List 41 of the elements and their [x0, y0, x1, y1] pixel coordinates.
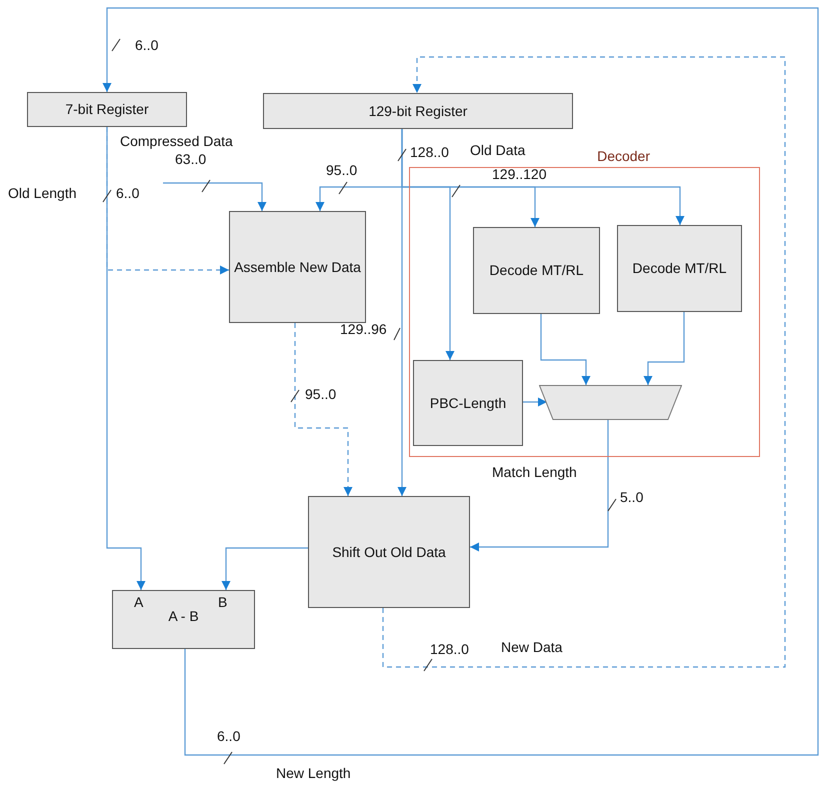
connector-arrow	[644, 312, 685, 385]
process-block: Decode MT/RL	[473, 227, 600, 314]
signal-label: Compressed Data	[120, 134, 233, 148]
signal-label: 128..0	[410, 145, 449, 159]
connector-arrow	[106, 127, 146, 590]
multiplexer-trapezoid	[539, 385, 682, 420]
signal-label: 95..0	[326, 163, 358, 177]
process-block: 129-bit Register	[263, 93, 573, 129]
port-label: B	[218, 595, 228, 609]
signal-label: 95..0	[305, 387, 336, 401]
process-block: 7-bit Register	[27, 92, 187, 127]
process-block: Decode MT/RL	[617, 225, 742, 312]
connector-arrow	[102, 7, 819, 756]
signal-label: 6..0	[135, 38, 158, 52]
connector-arrow	[294, 323, 352, 496]
connector-arrow	[470, 420, 609, 552]
group-heading: Decoder	[597, 147, 650, 166]
subtractor-block	[112, 590, 255, 649]
signal-label: Old Length	[8, 186, 76, 200]
block-label: A - B	[167, 609, 200, 623]
signal-label: Match Length	[492, 465, 577, 479]
signal-label: 5..0	[620, 490, 644, 504]
signal-label: 63..0	[175, 152, 206, 166]
connector-arrow	[401, 129, 454, 360]
connector-arrow	[523, 398, 547, 406]
signal-label: 6..0	[116, 186, 140, 200]
signal-label: 129..96	[340, 322, 387, 336]
connector-arrow	[382, 56, 786, 668]
signal-label: 128..0	[430, 642, 469, 656]
process-block: Shift Out Old Data	[308, 496, 470, 608]
process-block: PBC-Length	[413, 360, 523, 446]
port-label: A	[134, 595, 144, 609]
signal-label: Old Data	[470, 143, 526, 157]
connector-arrow	[222, 547, 308, 590]
connector-arrow	[163, 182, 266, 211]
signal-label: 129..120	[492, 167, 546, 181]
process-block: Assemble New Data	[229, 211, 366, 323]
signal-label: New Data	[501, 640, 562, 654]
connector-arrow	[540, 314, 590, 385]
signal-label: 6..0	[217, 729, 240, 743]
signal-label: New Length	[276, 766, 351, 780]
